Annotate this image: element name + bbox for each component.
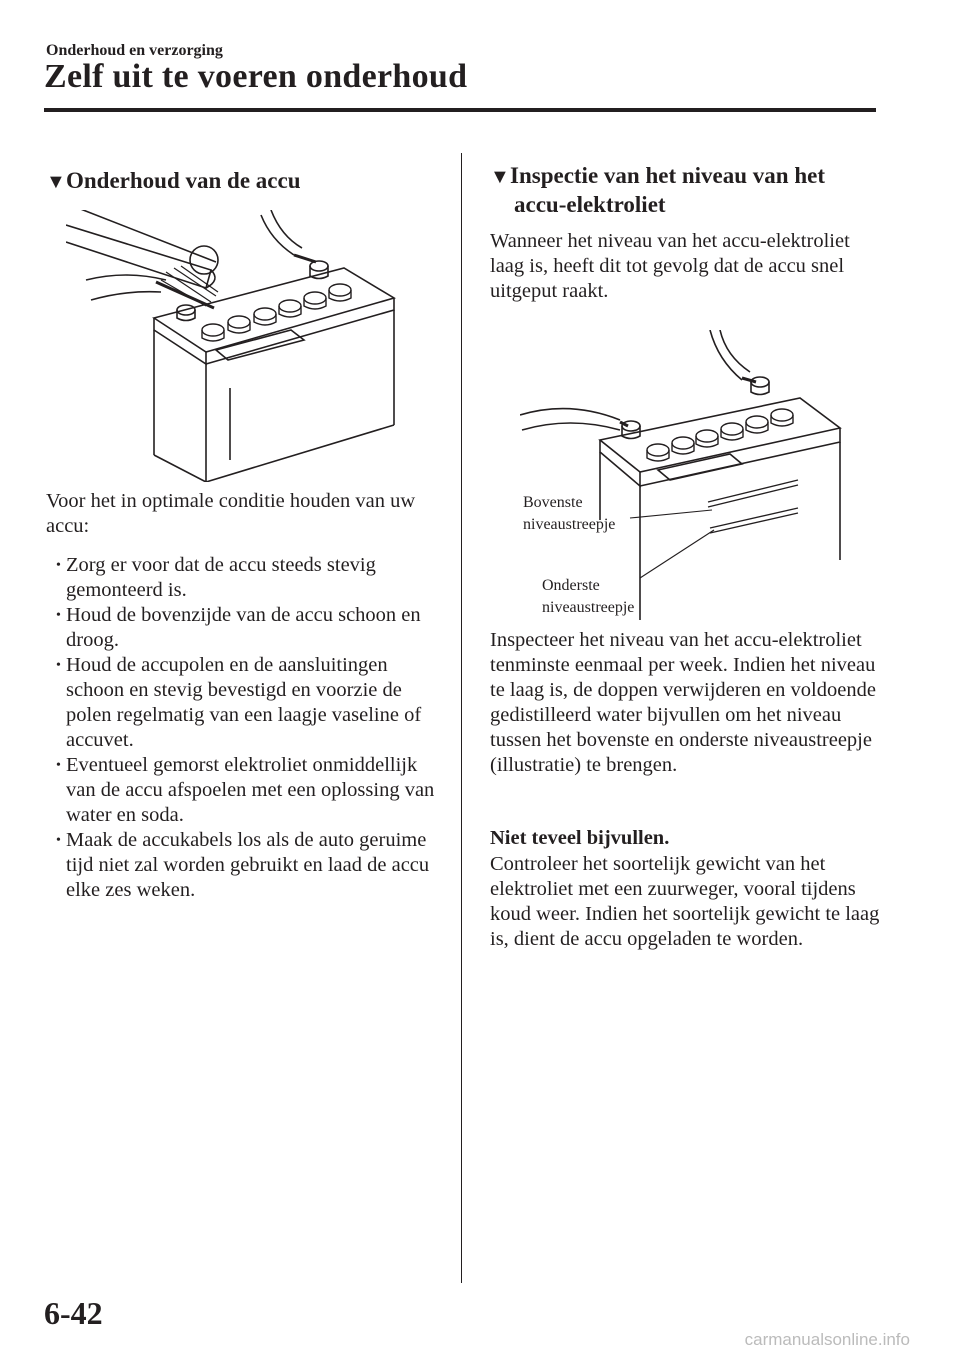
- title-rule: [44, 108, 876, 112]
- heading-text: Onderhoud van de accu: [66, 168, 301, 193]
- page-title: Zelf uit te voeren onderhoud: [44, 58, 468, 95]
- electrolyte-intro: Wanneer het niveau van het accu-elektrol…: [490, 230, 850, 302]
- page-number: 6-42: [44, 1295, 103, 1331]
- warning-heading: Niet teveel bijvullen.: [490, 827, 670, 849]
- list-item: •Houd de accupolen en de aansluitingen s…: [56, 654, 422, 751]
- column-divider: [461, 153, 462, 1283]
- list-item: •Zorg er voor dat de accu steeds stevig …: [56, 554, 376, 601]
- list-item: •Eventueel gemorst elektroliet onmiddell…: [56, 754, 435, 826]
- callout-upper-level: Bovenste niveaustreepje: [523, 494, 616, 533]
- section-label: Onderhoud en verzorging: [46, 42, 223, 59]
- section-heading-battery-maintenance: ▼Onderhoud van de accu: [46, 167, 301, 196]
- heading-text-line1: Inspectie van het niveau van het: [510, 163, 825, 188]
- specific-gravity-text: Controleer het soortelijk gewicht van he…: [490, 853, 880, 950]
- section-heading-electrolyte-inspection: ▼Inspectie van het niveau van het accu-e…: [490, 162, 825, 219]
- list-item: •Houd de bovenzijde van de accu schoon e…: [56, 604, 421, 651]
- battery-level-illustration: [520, 330, 842, 620]
- battery-intro: Voor het in optimale conditie houden van…: [46, 490, 416, 537]
- triangle-down-icon: ▼: [46, 171, 66, 193]
- inspection-instructions: Inspecteer het niveau van het accu-elekt…: [490, 629, 876, 776]
- callout-lower-level: Onderste niveaustreepje: [542, 577, 635, 616]
- battery-cleaning-illustration: [66, 210, 396, 482]
- battery-maintenance-list: •Zorg er voor dat de accu steeds stevig …: [56, 553, 448, 903]
- heading-text-line2: accu-elektroliet: [514, 192, 666, 217]
- triangle-down-icon: ▼: [490, 166, 510, 188]
- watermark: carmanualsonline.info: [744, 1330, 910, 1349]
- list-item: •Maak de accukabels los als de auto geru…: [56, 829, 430, 901]
